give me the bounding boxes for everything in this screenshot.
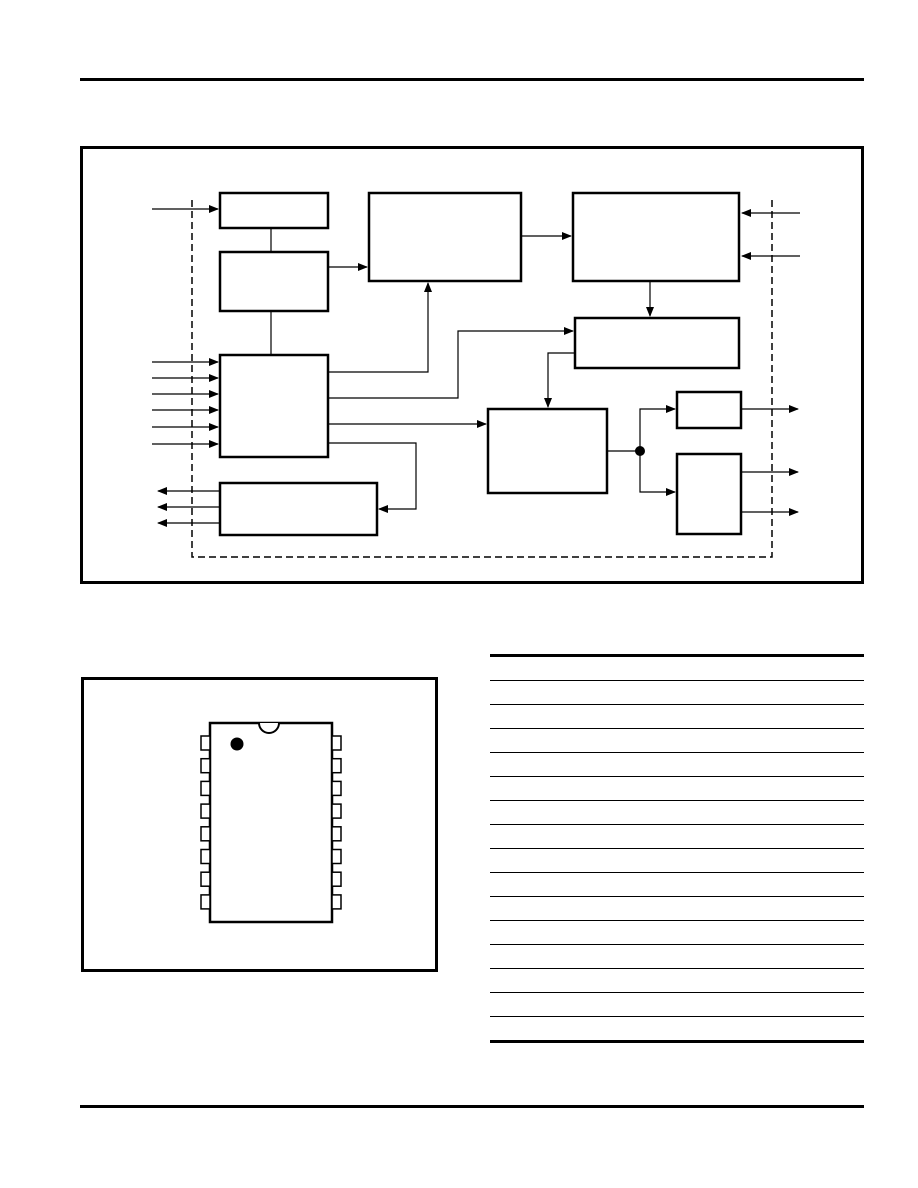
table-row (490, 1017, 864, 1040)
table-row (490, 801, 864, 825)
table-row (490, 849, 864, 873)
ic-pin-left (200, 757, 211, 774)
ic-body (208, 721, 334, 924)
table-row (490, 657, 864, 681)
footer-rule (80, 1105, 864, 1108)
block-register (218, 250, 330, 313)
block-processor (367, 191, 523, 283)
ic-pin-left (200, 848, 211, 865)
table-row (490, 825, 864, 849)
ic-pin-right (331, 894, 342, 910)
ic-pin-right (331, 803, 342, 819)
ic-pin-right (331, 848, 342, 865)
table-row (490, 969, 864, 993)
table-top-rule (490, 654, 864, 657)
block-mixer (486, 407, 609, 495)
block-output-large (675, 452, 743, 536)
ic-pin-right (331, 871, 342, 887)
block-output-driver-left (218, 481, 379, 537)
ic-notch (258, 722, 280, 734)
ic-pin-left (200, 735, 211, 751)
ic-pin-left (200, 894, 211, 910)
table-bottom-rule (490, 1040, 864, 1043)
table-row (490, 753, 864, 777)
ic-pin-left (200, 826, 211, 842)
block-timing (573, 316, 741, 370)
ic-pin-left (200, 871, 211, 887)
ic-pin-right (331, 757, 342, 774)
table-row (490, 777, 864, 801)
table-row (490, 921, 864, 945)
block-control-logic (218, 353, 330, 459)
ic-pin-left (200, 780, 211, 797)
ic-pin-right (331, 735, 342, 751)
ic-pin-right (331, 826, 342, 842)
table-row (490, 897, 864, 921)
pin-description-table (490, 654, 864, 1043)
table-row (490, 681, 864, 705)
table-row (490, 945, 864, 969)
block-memory (571, 191, 741, 283)
block-input-buffer (218, 191, 330, 230)
ic-pin-right (331, 780, 342, 797)
table-row (490, 873, 864, 897)
pins-left (200, 735, 211, 910)
table-row (490, 705, 864, 729)
block-output-small (675, 390, 743, 430)
header-rule (80, 78, 864, 81)
pin1-marker (230, 737, 244, 751)
pinout-frame (81, 677, 438, 972)
ic-pin-left (200, 803, 211, 819)
table-row (490, 729, 864, 753)
block-diagram-frame (80, 146, 864, 584)
table-row (490, 993, 864, 1017)
pins-right (331, 735, 342, 910)
